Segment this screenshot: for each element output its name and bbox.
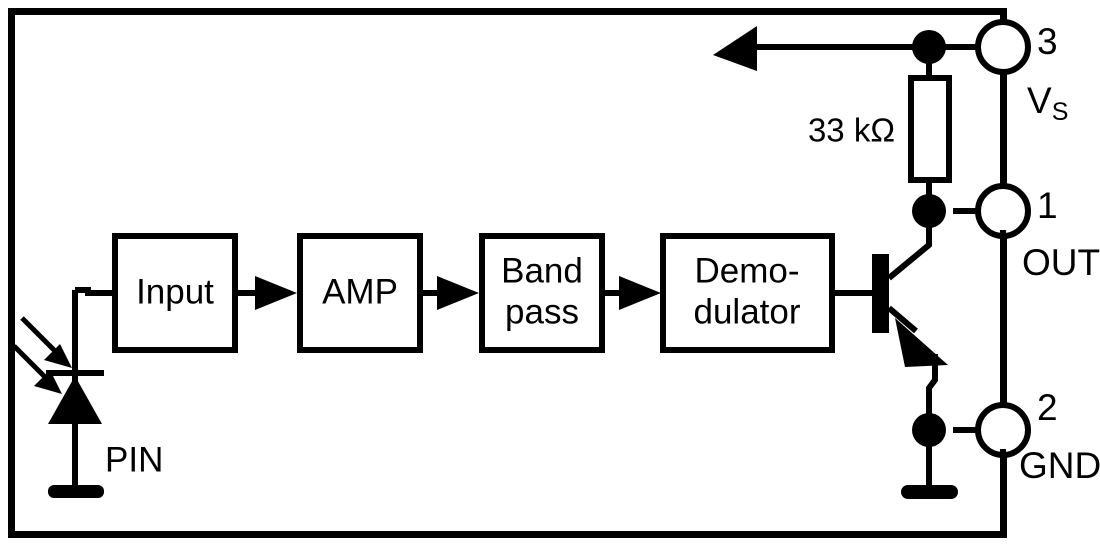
junction-dot-vs (912, 30, 946, 64)
block-demodulator-label-line2: dulator (693, 292, 800, 331)
resistor-label: 33 kΩ (808, 112, 895, 149)
transistor-emitter-wire (887, 305, 918, 334)
block-demodulator-label-line1: Demo- (694, 251, 799, 290)
junction-dot-out (912, 194, 946, 228)
pin-1-terminal[interactable] (975, 183, 1031, 239)
diode-anode-triangle (48, 376, 102, 424)
emitter-ground-symbol (901, 485, 958, 499)
block-bandpass-label-line2: pass (505, 292, 579, 331)
pin-photodiode-label: PIN (105, 440, 163, 479)
block-bandpass[interactable] (479, 233, 605, 353)
pin-3-name: VS (1027, 80, 1068, 126)
photodiode-ground-symbol (48, 485, 104, 498)
transistor-base-bar (872, 254, 889, 333)
pin-3-number: 3 (1037, 21, 1058, 62)
pin-2-name: GND (1019, 445, 1100, 486)
supply-arrow-left-icon (713, 26, 757, 71)
arrow-bandpass-to-demodulator (602, 276, 661, 310)
transistor-emitter-arrow (895, 318, 948, 367)
block-input-label: Input (136, 272, 214, 311)
resistor-33k (908, 75, 952, 183)
block-amp-label: AMP (322, 272, 398, 311)
light-arrows-icon (12, 316, 72, 394)
arrow-input-to-amp (235, 276, 297, 310)
block-bandpass-label-line1: Band (501, 251, 583, 290)
pin-1-number: 1 (1037, 185, 1058, 226)
transistor-emitter-to-gnd-wire (926, 354, 938, 430)
pin-1-name: OUT (1022, 242, 1100, 283)
pin-3-terminal[interactable] (975, 19, 1031, 75)
arrow-amp-to-bandpass (420, 276, 479, 310)
pin-2-number: 2 (1037, 387, 1058, 428)
